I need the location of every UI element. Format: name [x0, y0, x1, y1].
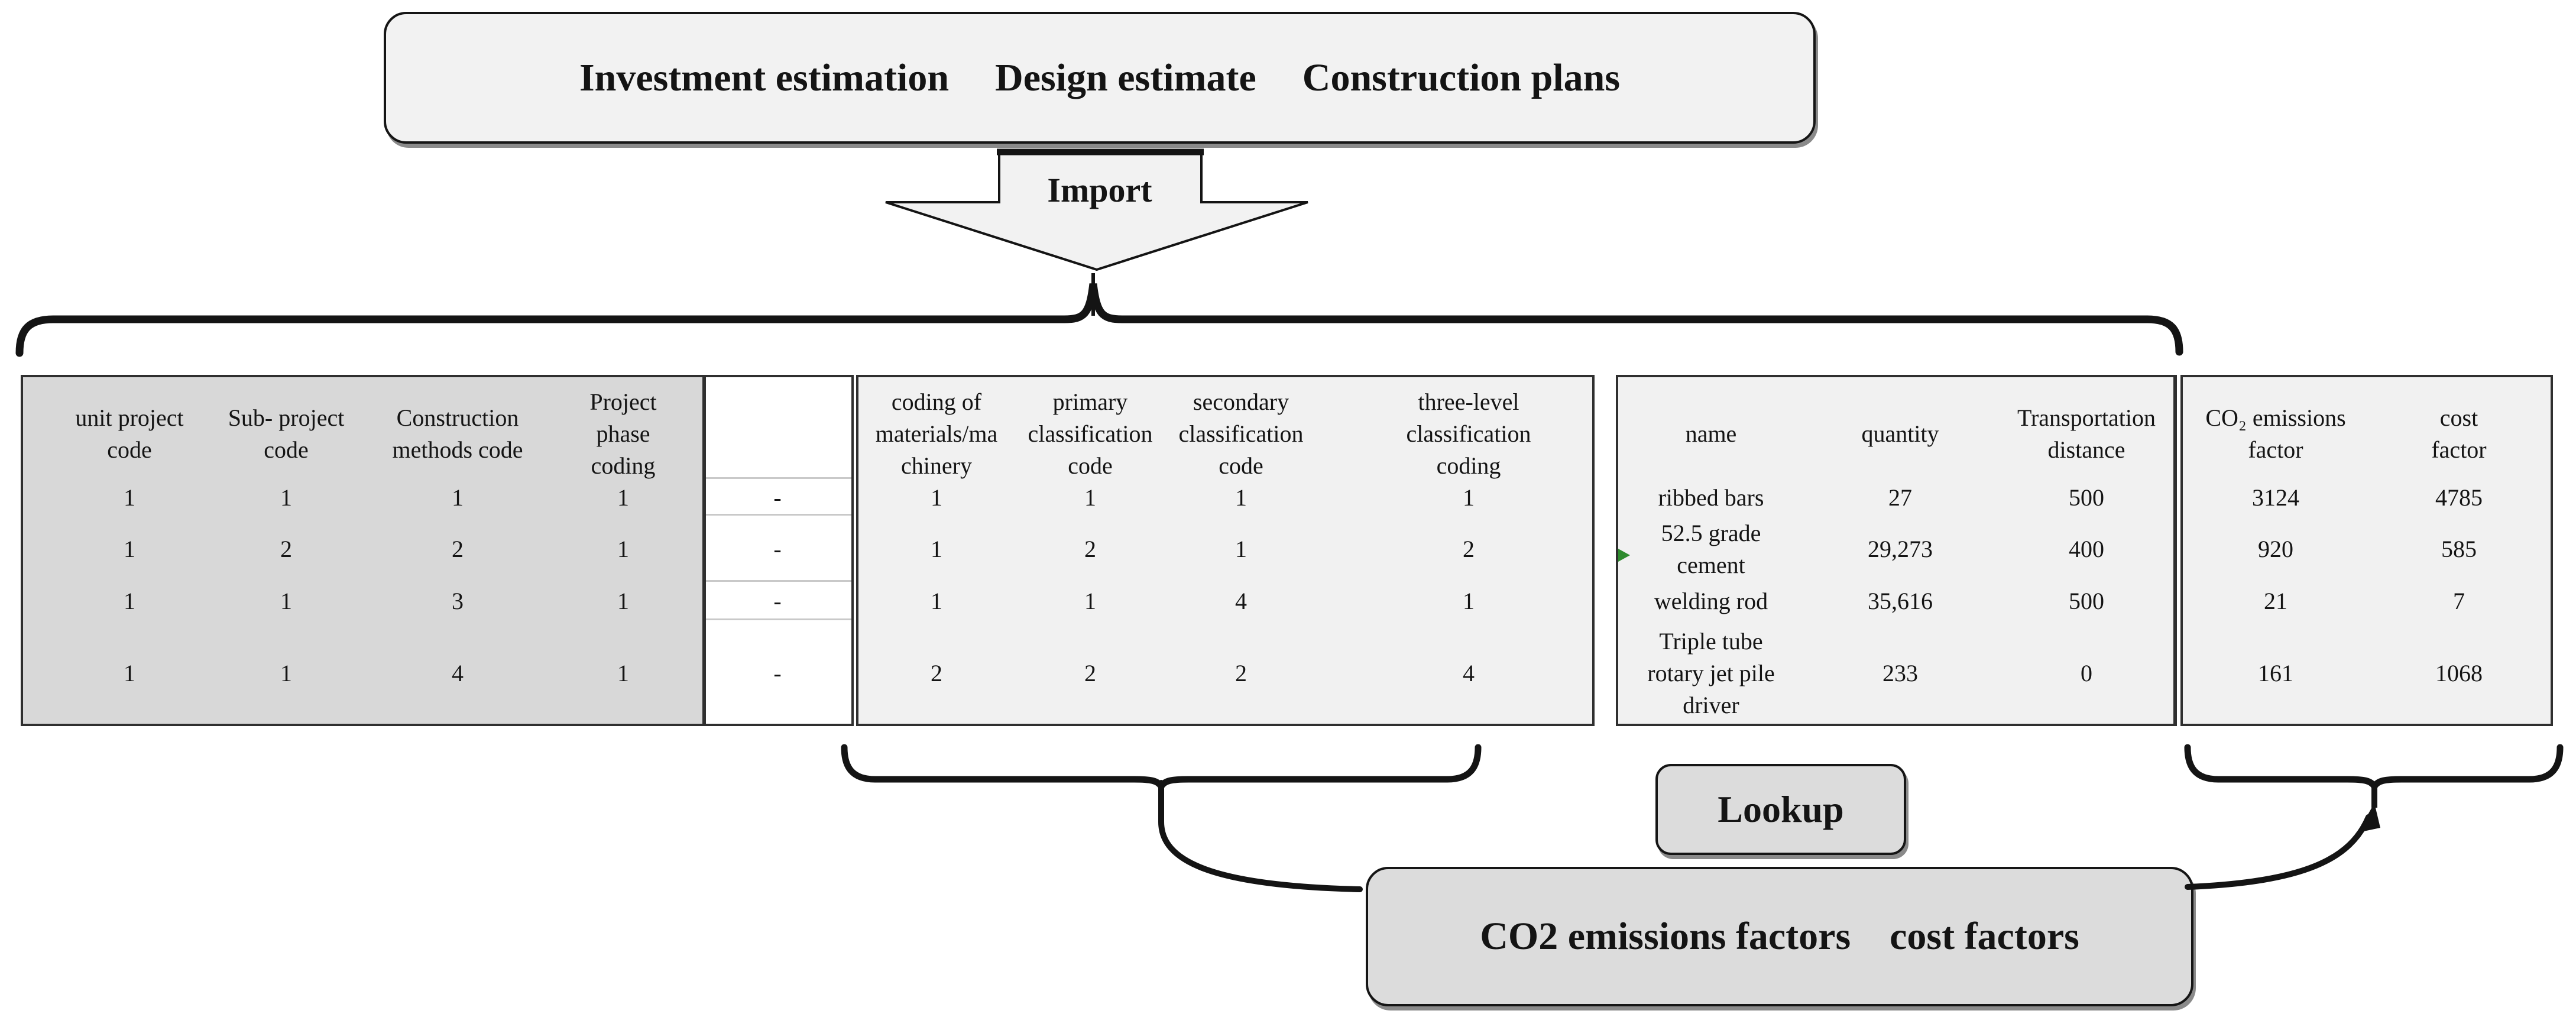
table-cell: 1	[280, 660, 292, 686]
table-cell: 29,273	[1868, 536, 1933, 562]
curve-from-factors-box	[2185, 814, 2371, 890]
table-cell: 233	[1882, 660, 1918, 686]
table-cell: 1	[1084, 484, 1096, 511]
table-cell: welding rod	[1654, 588, 1768, 614]
table-header-cell: cost factor	[2431, 404, 2487, 463]
table-cell: 2	[280, 536, 292, 562]
import-arrow-icon	[885, 150, 1308, 271]
table-header-cell: Construction methods code	[392, 404, 523, 463]
row-separator	[706, 514, 851, 516]
table-cell: 52.5 grade cement	[1661, 520, 1761, 578]
table-cell: 500	[2069, 484, 2104, 511]
right-under-brace	[2184, 744, 2564, 793]
table-cell: -	[773, 588, 782, 614]
table-cell: 1	[931, 536, 942, 562]
table-cell: 3124	[2252, 484, 2299, 511]
table-cell: 500	[2069, 588, 2104, 614]
table-cell: 1	[124, 588, 135, 614]
row-separator	[706, 580, 851, 582]
table-cell: 1	[1463, 588, 1475, 614]
table-cell: -	[773, 484, 782, 511]
lookup-box: Lookup	[1655, 764, 1906, 855]
table-header-cell: three-level classification coding	[1406, 388, 1531, 479]
factors-result-box: CO2 emissions factors cost factors	[1366, 867, 2193, 1006]
middle-under-brace	[841, 744, 1482, 793]
import-arrow-label: Import	[1047, 171, 1152, 209]
table-cell: 0	[2081, 660, 2092, 686]
table-cell: 1	[617, 588, 629, 614]
table-cell: 1	[280, 588, 292, 614]
table-cell: 21	[2264, 588, 2287, 614]
table-header-cell: Project phase coding	[589, 388, 657, 479]
table-cell: -	[773, 536, 782, 562]
table-header-cell: coding of materials/ma chinery	[875, 388, 998, 479]
table-cell: 2	[1463, 536, 1475, 562]
table-cell: 4	[452, 660, 464, 686]
row-separator	[706, 477, 851, 479]
row-separator	[706, 618, 851, 620]
curve-arrowhead-icon	[2358, 803, 2380, 833]
table-header-cell: secondary classification code	[1178, 388, 1304, 479]
table-cell: 2	[1084, 660, 1096, 686]
source-item-construction-plans: Construction plans	[1302, 56, 1621, 99]
factors-table: CO₂ emissions factor cost factor 3124 4785 9…	[2180, 375, 2553, 726]
table-cell: 1	[452, 484, 464, 511]
table-cell: 1	[124, 536, 135, 562]
table-cell: 2	[452, 536, 464, 562]
table-cell: 1	[1463, 484, 1475, 511]
table-cell: 4	[1463, 660, 1475, 686]
table-header-cell: primary classification code	[1028, 388, 1153, 479]
project-codes-table: unit project code Sub- project code Constr…	[21, 375, 706, 726]
table-cell: 35,616	[1868, 588, 1933, 614]
table-header-cell: unit project code	[75, 404, 184, 463]
source-item-investment-estimation: Investment estimation	[579, 56, 950, 99]
table-cell: 1	[124, 660, 135, 686]
table-cell: 1	[617, 484, 629, 511]
table-cell: 2	[1084, 536, 1096, 562]
table-cell: 2	[1235, 660, 1247, 686]
table-cell: 4785	[2435, 484, 2483, 511]
materials-table: name quantity Transportation distance ribbe…	[1616, 375, 2177, 726]
table-cell: 1	[931, 484, 942, 511]
factors-box-cost-label: cost factors	[1890, 915, 2079, 958]
table-cell: 27	[1888, 484, 1912, 511]
table-header-cell: Transportation distance	[2017, 404, 2156, 463]
table-cell: -	[773, 660, 782, 686]
table-cell: 1	[1235, 484, 1247, 511]
table-cell: 1	[931, 588, 942, 614]
source-item-design-estimate: Design estimate	[995, 56, 1256, 99]
top-brace	[15, 283, 2183, 357]
table-cell: Triple tube rotary jet pile driver	[1647, 628, 1775, 718]
table-cell: 2	[931, 660, 942, 686]
table-cell: 1	[1084, 588, 1096, 614]
table-cell: 1	[617, 660, 629, 686]
table-cell: 3	[452, 588, 464, 614]
table-cell: 400	[2069, 536, 2104, 562]
table-cell: ribbed bars	[1658, 484, 1764, 511]
table-cell: 920	[2258, 536, 2293, 562]
source-documents-box: Investment estimation Design estimate Co…	[384, 12, 1816, 144]
curve-to-factors-box	[1158, 780, 1363, 892]
table-cell: 1	[124, 484, 135, 511]
material-codes-table: coding of materials/ma chinery primary cl…	[856, 375, 1595, 726]
table-header-cell: quantity	[1861, 420, 1939, 447]
table-cell: 7	[2453, 588, 2465, 614]
table-cell: 1068	[2435, 660, 2483, 686]
table-cell: 4	[1235, 588, 1247, 614]
link-dash-column: - - - -	[706, 375, 854, 726]
table-cell: 161	[2258, 660, 2293, 686]
table-cell: 1	[1235, 536, 1247, 562]
lookup-box-label: Lookup	[1718, 788, 1844, 830]
table-cell: 1	[280, 484, 292, 511]
table-header-cell: Sub- project code	[228, 404, 345, 463]
table-cell: 585	[2441, 536, 2477, 562]
factors-box-emissions-label: CO2 emissions factors	[1480, 915, 1851, 958]
table-header-cell: CO₂ emissions factor	[2205, 404, 2346, 463]
table-cell: 1	[617, 536, 629, 562]
table-header-cell: name	[1685, 420, 1737, 447]
